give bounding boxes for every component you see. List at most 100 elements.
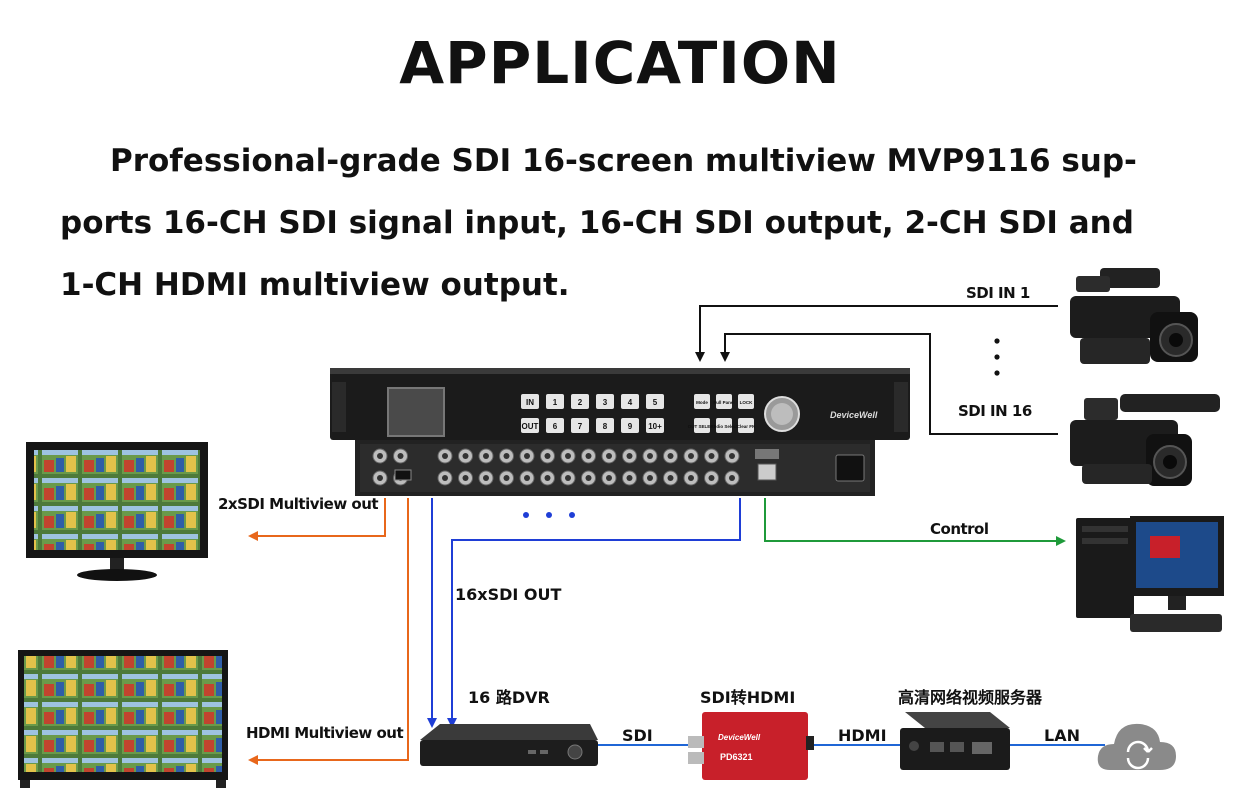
sdi-hdmi-converter: DeviceWell PD6321: [688, 712, 814, 780]
bnc-connector-core: [565, 475, 571, 481]
hdmi-multiview-line: [248, 498, 409, 765]
panel-button: [596, 394, 614, 409]
video-server: [900, 712, 1010, 770]
bnc-connector-core: [647, 453, 653, 459]
ethernet-port: [757, 463, 777, 481]
bnc-connector-core: [606, 453, 612, 459]
link-lan-label: LAN: [1044, 726, 1080, 745]
bnc-connector-core: [626, 453, 633, 459]
bnc-connector-core: [565, 453, 571, 459]
panel-button-label: 7: [578, 422, 583, 431]
link-sdi-label: SDI: [622, 726, 653, 745]
converter-label: SDI转HDMI: [700, 688, 796, 707]
function-button: [694, 394, 710, 409]
function-button-label: Mode: [696, 400, 708, 405]
front-buttons-row2: OUT 6 7 8 9 10+: [521, 418, 664, 433]
panel-button-label: 4: [628, 398, 633, 407]
bnc-connector-core: [524, 475, 530, 481]
panel-button-label: 5: [653, 398, 658, 407]
bnc-connector-core: [483, 475, 489, 481]
bnc-connectors: [372, 448, 740, 486]
bnc-connector-core: [585, 453, 592, 459]
hdmi-multiview-label: HDMI Multiview out: [246, 724, 404, 742]
panel-button-label: OUT: [522, 422, 539, 431]
bnc-connector-core: [483, 453, 489, 459]
panel-button: [546, 418, 564, 433]
control-pc: [1076, 516, 1224, 632]
bnc-connector-core: [397, 453, 404, 459]
bnc-connector-core: [524, 453, 530, 459]
lcd-screen: [387, 387, 445, 437]
hdmi-multiview-monitor: [18, 650, 228, 788]
camera-1: [1070, 268, 1198, 364]
control-label: Control: [930, 520, 989, 538]
bnc-connector-core: [503, 453, 510, 459]
device-brand: DeviceWell: [830, 410, 878, 420]
bnc-connector-core: [729, 453, 735, 459]
power-socket: [835, 454, 865, 482]
bnc-connector-core: [708, 475, 715, 481]
function-button: [738, 394, 754, 409]
panel-button-label: IN: [526, 398, 534, 407]
function-button-label: Clear FN: [737, 424, 756, 429]
panel-button-label: 1: [553, 398, 558, 407]
control-line: [764, 498, 1066, 546]
product-description: Professional-grade SDI 16-screen multivi…: [60, 143, 1137, 303]
link-hdmi-label: HDMI: [838, 726, 887, 745]
bnc-connector-core: [442, 453, 448, 459]
cloud-icon: [1097, 723, 1176, 770]
sdi-out-line-b: [447, 498, 741, 728]
bnc-connector-core: [626, 475, 633, 481]
bnc-connector-core: [647, 475, 653, 481]
bnc-connector-core: [544, 453, 551, 459]
function-button-label: LOCK: [740, 400, 753, 405]
converter-brand: DeviceWell: [718, 733, 761, 742]
function-button: [738, 418, 754, 433]
sdi-multiview-monitor: [26, 442, 208, 581]
processor-rear-panel: [355, 440, 875, 496]
bnc-connector-core: [729, 475, 735, 481]
bnc-connector-core: [462, 475, 469, 481]
function-button: [716, 394, 732, 409]
panel-button: [521, 418, 539, 433]
panel-button: [546, 394, 564, 409]
panel-button: [571, 418, 589, 433]
panel-button: [621, 418, 639, 433]
bnc-connector-core: [462, 453, 469, 459]
bnc-connector-core: [688, 475, 694, 481]
panel-button: [646, 418, 664, 433]
bnc-connector-core: [688, 453, 694, 459]
panel-button-label: 9: [628, 422, 633, 431]
bnc-connector-core: [667, 453, 674, 459]
panel-button-label: 8: [603, 422, 608, 431]
bnc-connector-core: [377, 475, 383, 481]
bnc-connector-core: [606, 475, 612, 481]
panel-button-label: 6: [553, 422, 558, 431]
function-button-label: OUT SELECT: [688, 424, 717, 429]
sdi-multiview-label: 2xSDI Multiview out: [218, 495, 379, 513]
function-button-label: Audio Select: [710, 424, 738, 429]
bnc-connector-core: [585, 475, 592, 481]
sdi-in-16-label: SDI IN 16: [958, 402, 1032, 420]
dvr-device: [420, 724, 598, 766]
page-title: APPLICATION: [399, 29, 841, 97]
camera-16: [1070, 394, 1220, 486]
sdi-out-label: 16xSDI OUT: [455, 585, 562, 604]
bnc-connector-core: [503, 475, 510, 481]
bnc-connector-core: [442, 475, 448, 481]
function-button: [716, 418, 732, 433]
panel-button: [596, 418, 614, 433]
panel-button: [521, 394, 539, 409]
panel-button-label: 10+: [648, 422, 662, 431]
function-button: [694, 418, 710, 433]
panel-button-label: 3: [603, 398, 608, 407]
sdi-in-16-line: [720, 333, 1058, 435]
bnc-connector-core: [708, 453, 715, 459]
sdi-in-1-line: [695, 305, 1058, 362]
panel-button: [646, 394, 664, 409]
function-button-label: Full Panel: [713, 400, 734, 405]
sdi-in-1-label: SDI IN 1: [966, 284, 1030, 302]
